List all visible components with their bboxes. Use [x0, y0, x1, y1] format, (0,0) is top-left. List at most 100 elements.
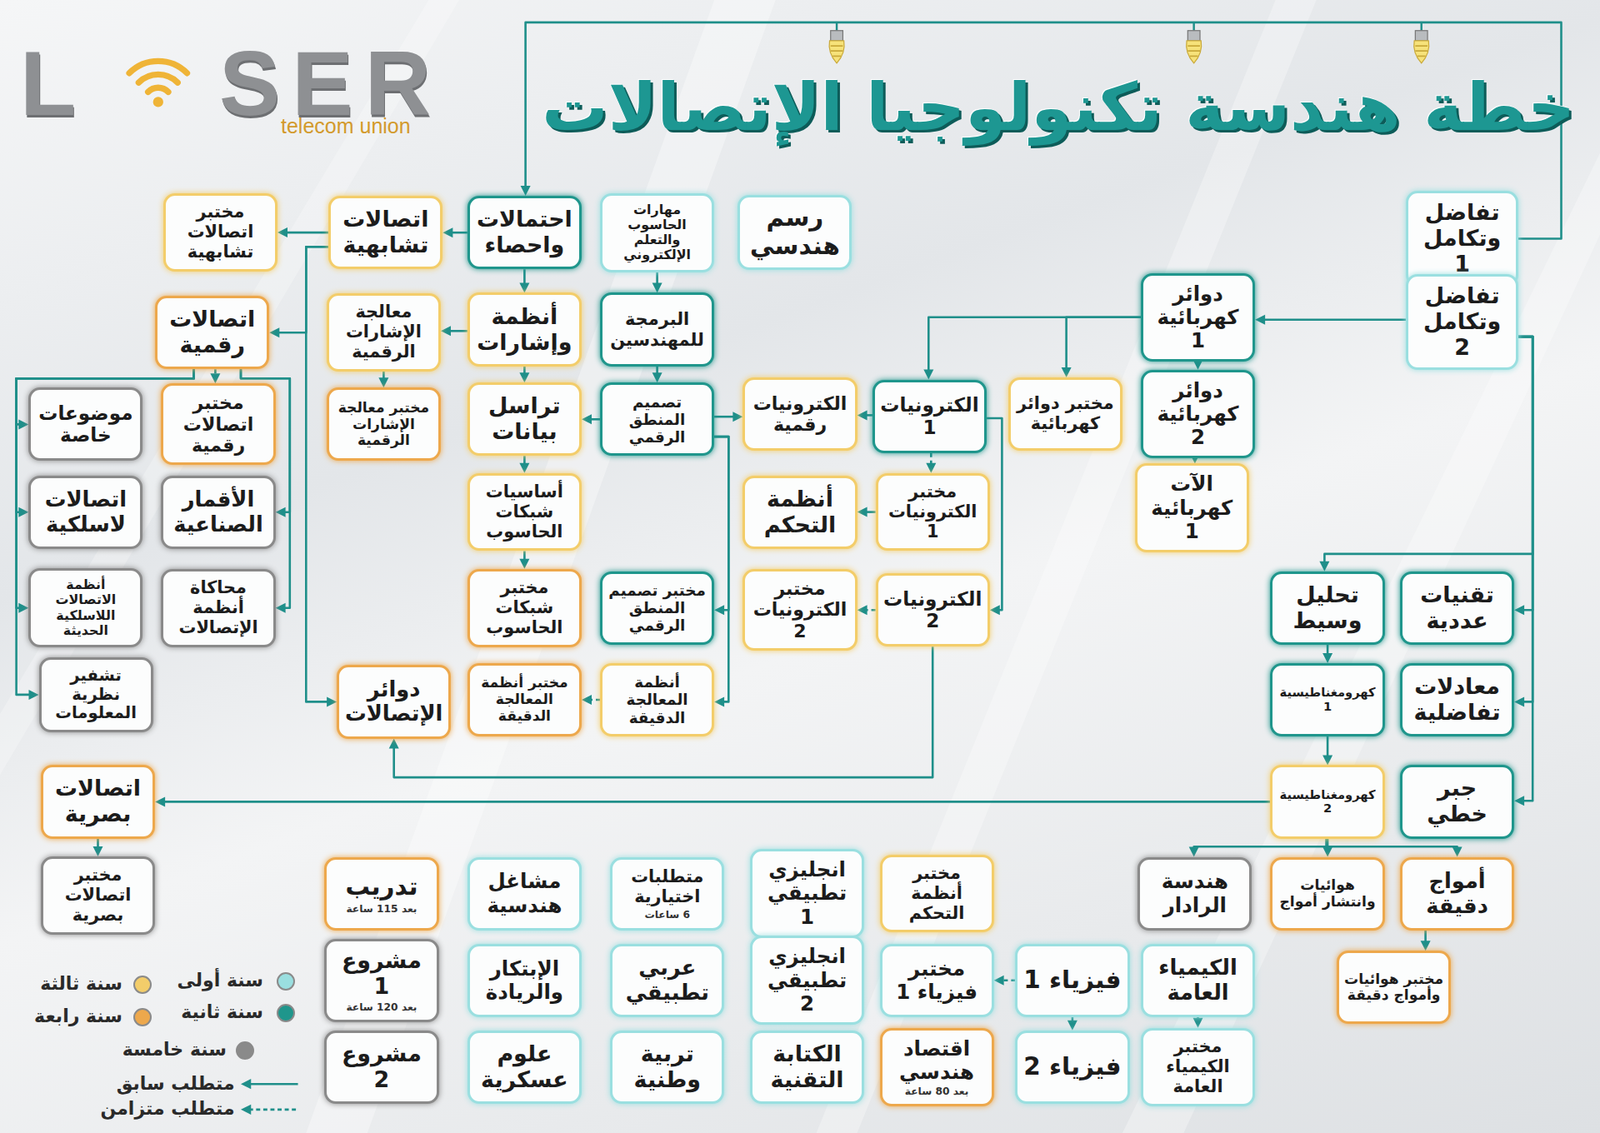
course-name: تفاضل وتكامل 2 — [1413, 283, 1511, 361]
bulb-cap — [1415, 30, 1428, 41]
course-name: مختبر الكترونيات 2 — [750, 578, 850, 642]
arrowhead — [714, 605, 725, 615]
connector-line — [305, 246, 330, 702]
course-name: تشفير نظرية المعلومات — [46, 666, 146, 724]
connector-line — [1324, 336, 1533, 565]
course-name: الكيمياء العامة — [1148, 955, 1248, 1005]
course-box: مختبر فيزياء 1 — [880, 944, 995, 1018]
course-box: الآت كهربائية 1 — [1135, 463, 1250, 552]
course-box: تراسل بيانات — [467, 382, 582, 456]
legend-text: متطلب متزامن — [100, 1098, 235, 1120]
course-box: اتصالات تشابهية — [328, 195, 443, 270]
arrowhead — [277, 227, 288, 238]
arrowhead — [440, 325, 451, 336]
connector-line — [1194, 839, 1327, 850]
course-name: مختبر دوائر كهربائية — [1015, 394, 1115, 435]
prerequisite-arrow — [93, 839, 104, 858]
diagram-title: خطة هندسة تكنولوجيا الإتصالات — [541, 68, 1575, 148]
arrowhead — [1319, 561, 1330, 572]
course-box: تفاضل وتكامل 1 — [1405, 190, 1519, 287]
light-streak — [0, 0, 460, 775]
bulb-glass — [1414, 40, 1430, 64]
connector-line — [928, 317, 1141, 373]
prerequisite-arrow — [581, 695, 600, 705]
course-box: جبر خطي — [1400, 765, 1515, 839]
prerequisite-arrow — [925, 453, 936, 474]
bulb-stripes — [1415, 45, 1428, 56]
connector-line — [448, 330, 468, 333]
course-name: مختبر فيزياء 1 — [887, 957, 987, 1005]
arrowhead — [326, 696, 337, 707]
arrowhead — [1061, 367, 1072, 378]
course-box: مختبر الكترونيات 1 — [875, 473, 990, 552]
connector-line — [450, 231, 467, 235]
legend-line-sample — [240, 1105, 299, 1115]
arrowhead — [1452, 847, 1463, 858]
prerequisite-arrow — [519, 455, 530, 473]
arrowhead — [1322, 755, 1333, 765]
course-name: مختبر اتصالات تشابهية — [170, 202, 270, 263]
arrowhead — [652, 372, 663, 383]
course-name: هوائيات وانتشار أمواج — [1277, 877, 1377, 910]
arrowhead — [519, 559, 530, 570]
prerequisite-arrow — [994, 975, 1016, 986]
legend-line — [249, 1083, 299, 1086]
arrowhead — [652, 282, 663, 293]
arrowhead — [519, 372, 530, 383]
arrowhead — [378, 377, 389, 388]
course-name: احتمالات واحصاء — [475, 206, 575, 259]
connector-line — [1518, 336, 1533, 610]
course-name: الكتابة التقنية — [757, 1041, 857, 1094]
course-box: علوم عسكرية — [467, 1030, 582, 1105]
course-box: الأقمار الصناعية — [160, 475, 275, 550]
course-name: اتصالات بصرية — [48, 775, 148, 828]
course-box: مهارات الحاسوب والتعلم الإلكتروني — [600, 193, 715, 273]
arrowhead — [1189, 847, 1200, 858]
course-name: فيزياء 1 — [1022, 966, 1122, 995]
course-box: هوائيات وانتشار أمواج — [1270, 857, 1385, 931]
course-name: عربي تطبيقي — [617, 955, 717, 1005]
course-name: أنظمة التحكم — [750, 486, 850, 539]
arrowhead — [857, 410, 868, 420]
bulb-glass — [829, 40, 845, 64]
course-name: اتصالات تشابهية — [335, 206, 435, 259]
course-name: تفاضل وتكامل 1 — [1413, 200, 1511, 278]
arrowhead — [1255, 315, 1265, 325]
bulb-cord — [835, 22, 838, 31]
connector-line — [714, 415, 735, 419]
course-name: الكترونيات رقمية — [750, 393, 850, 436]
course-box: مختبر أنظمة المعالجة الدقيقة — [467, 663, 582, 737]
prerequisite-arrow — [389, 646, 933, 778]
course-name: مختبر اتصالات بصرية — [48, 865, 148, 926]
course-box: فيزياء 1 — [1015, 944, 1130, 1018]
prerequisite-arrow — [440, 325, 468, 336]
course-box: مختبر هوائيات وأمواج دقيقة — [1336, 950, 1451, 1025]
wifi-arc — [129, 60, 187, 73]
bulb-stripes — [1187, 45, 1200, 56]
course-box: مختبر تصميم المنطق الرقمي — [600, 571, 715, 645]
arrowhead — [994, 975, 1005, 986]
course-name: موضوعات خاصة — [35, 402, 135, 447]
arrowhead — [519, 282, 530, 293]
course-box: مشاغل هندسية — [467, 857, 582, 931]
course-box: كهرومغناطيسية 2 — [1270, 765, 1385, 839]
course-name: تراسل بيانات — [475, 393, 575, 445]
connector-line — [162, 800, 1270, 804]
course-name: أساسيات شبكات الحاسوب — [475, 482, 575, 543]
course-name: دوائر كهربائية 2 — [1148, 379, 1248, 450]
course-box: كهرومغناطيسية 1 — [1270, 663, 1385, 737]
course-box: احتمالات واحصاء — [467, 195, 582, 270]
arrowhead — [389, 739, 400, 750]
course-note: 6 ساعات — [617, 909, 717, 921]
prerequisite-arrow — [1514, 336, 1533, 806]
light-streak — [816, 0, 1317, 1133]
arrowhead — [442, 227, 453, 238]
course-note: بعد 115 ساعة — [331, 903, 431, 915]
course-name: مختبر معالجة الإشارات الرقمية — [334, 400, 434, 450]
prerequisite-arrow — [519, 269, 530, 293]
course-box: اتصالات بصرية — [40, 765, 155, 839]
course-name: أمواج دقيقة — [1407, 869, 1507, 919]
course-name: جبر خطي — [1407, 775, 1507, 828]
course-box: معادلات تفاضلية — [1400, 663, 1515, 737]
